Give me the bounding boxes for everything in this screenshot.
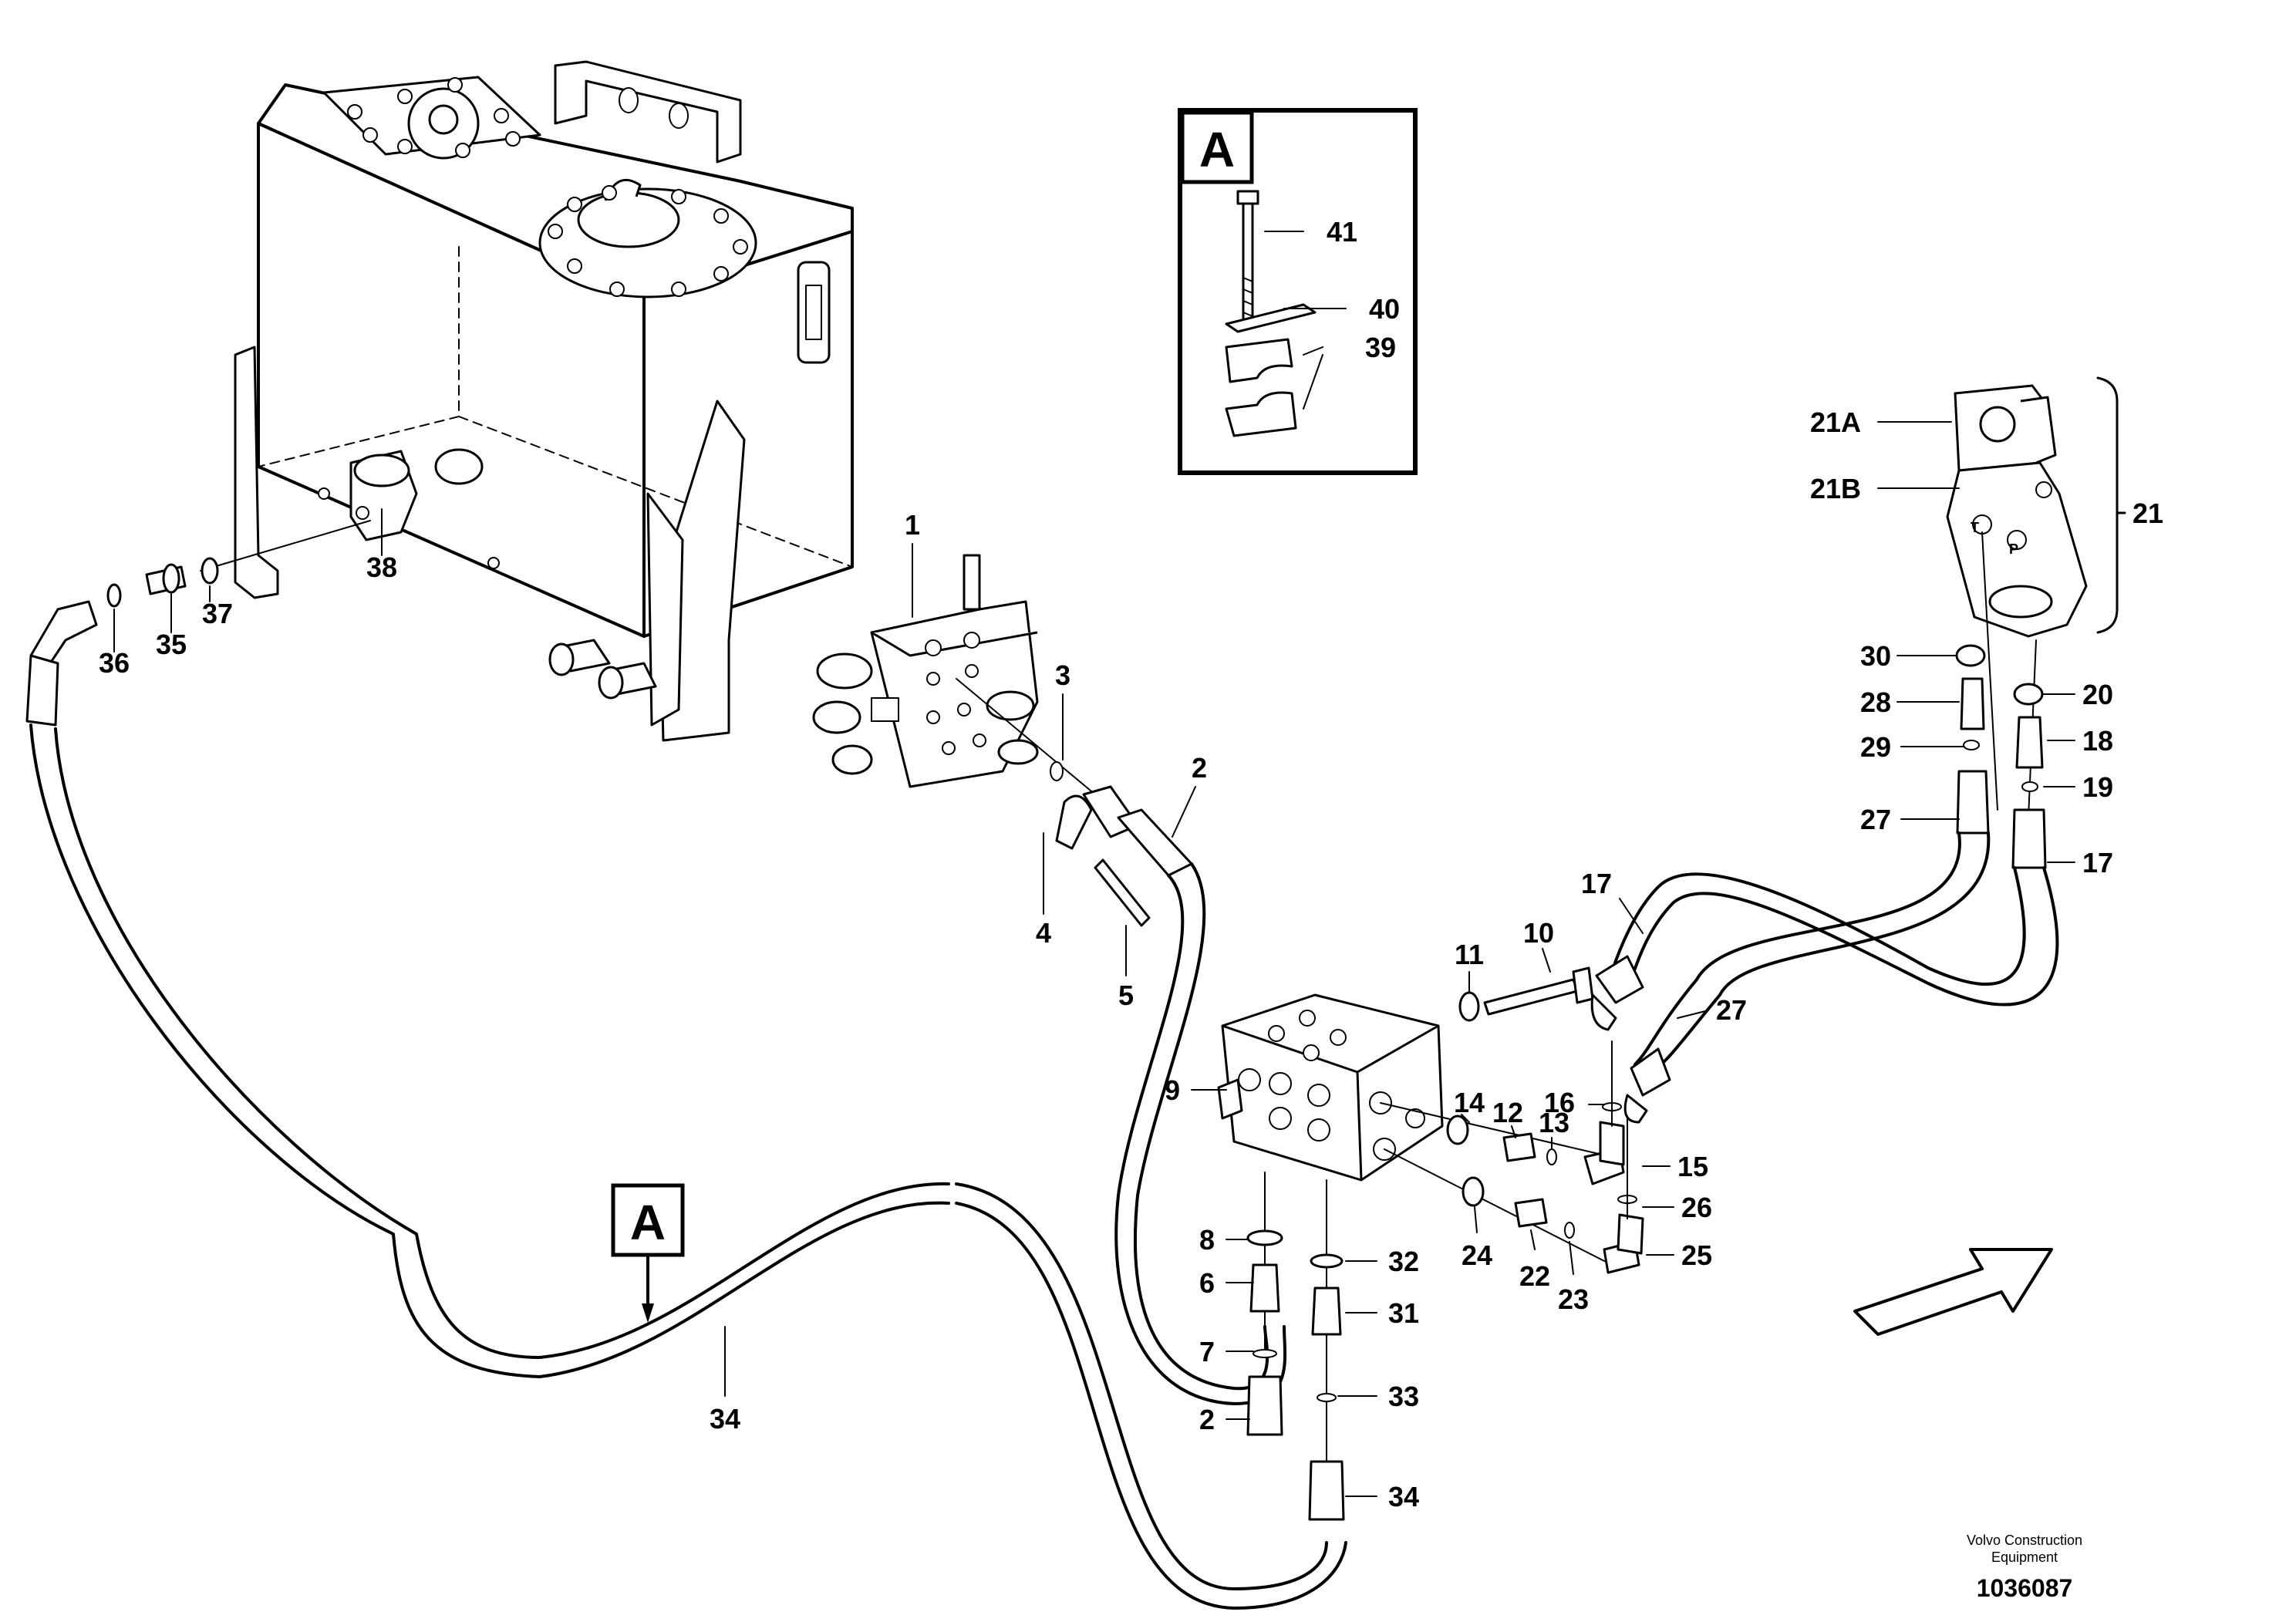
- label-29: 29: [1860, 731, 1891, 763]
- svg-text:T: T: [1971, 520, 1979, 535]
- label-36: 36: [99, 647, 130, 679]
- part-labels: 1 3 2 4 5 11 10 9 14 12 13 16 15 26 25 2…: [99, 216, 2163, 1512]
- hose-34-main: [29, 723, 1347, 1610]
- label-2-upper: 2: [1192, 752, 1207, 784]
- assembly-bracket-21: [2096, 376, 2126, 634]
- detail-box-letter: A: [1199, 122, 1235, 177]
- label-14: 14: [1454, 1087, 1485, 1118]
- label-12: 12: [1492, 1097, 1523, 1128]
- label-4: 4: [1036, 917, 1051, 949]
- label-25: 25: [1681, 1239, 1712, 1271]
- label-31: 31: [1388, 1297, 1419, 1329]
- section-marker-frame: [611, 1183, 685, 1257]
- label-37: 37: [202, 598, 233, 629]
- tank-suction-fittings: [25, 520, 371, 727]
- label-9: 9: [1165, 1074, 1180, 1106]
- label-3: 3: [1055, 659, 1070, 691]
- section-marker-letter: A: [630, 1195, 666, 1250]
- footer: Volvo Construction Equipment 1036087: [1967, 1533, 2082, 1602]
- label-34-lower: 34: [1388, 1481, 1419, 1512]
- label-28: 28: [1860, 686, 1891, 718]
- label-40: 40: [1369, 293, 1400, 325]
- company-name-line2: Equipment: [1991, 1549, 2058, 1565]
- label-41: 41: [1327, 216, 1357, 248]
- control-valve-9: [1217, 993, 1444, 1182]
- label-21: 21: [2132, 497, 2163, 529]
- detail-box-tab: [1180, 110, 1254, 184]
- detail-view-a: A: [1178, 108, 1418, 475]
- valve-9-fittings: [1380, 966, 1644, 1274]
- label-39: 39: [1365, 332, 1396, 363]
- label-23: 23: [1558, 1283, 1589, 1315]
- label-6: 6: [1199, 1267, 1215, 1299]
- drawing-number: 1036087: [1977, 1574, 2073, 1602]
- label-11: 11: [1455, 939, 1484, 970]
- label-38: 38: [366, 551, 397, 583]
- label-2-lower: 2: [1199, 1404, 1215, 1435]
- label-15: 15: [1677, 1151, 1708, 1182]
- steering-fittings: [1955, 531, 2047, 869]
- label-13: 13: [1539, 1107, 1569, 1138]
- leader-lines: [113, 421, 2075, 1497]
- label-33: 33: [1388, 1381, 1419, 1412]
- label-17-right: 17: [2082, 847, 2113, 878]
- direction-arrow: [1853, 1248, 2053, 1336]
- label-30: 30: [1860, 640, 1891, 672]
- section-marker-a: A: [611, 1183, 685, 1323]
- label-34-main: 34: [710, 1403, 740, 1435]
- label-17-upper: 17: [1581, 868, 1612, 899]
- label-27-right: 27: [1860, 804, 1891, 835]
- label-26: 26: [1681, 1192, 1712, 1223]
- label-16: 16: [1544, 1087, 1575, 1118]
- label-24: 24: [1462, 1239, 1492, 1271]
- hydraulic-tank: [234, 60, 854, 742]
- label-10: 10: [1523, 917, 1554, 949]
- valve-9-lower-fittings: [1246, 1172, 1345, 1521]
- label-22: 22: [1519, 1260, 1550, 1292]
- label-35: 35: [156, 629, 187, 660]
- label-5: 5: [1118, 980, 1134, 1011]
- label-1: 1: [905, 509, 920, 541]
- svg-text:P: P: [2009, 541, 2018, 557]
- steering-unit-21: T P: [1946, 384, 2088, 638]
- valve-block-1: [812, 554, 1039, 788]
- steering-hoses: [1590, 831, 2059, 1124]
- label-27-mid: 27: [1716, 994, 1747, 1026]
- label-8: 8: [1199, 1224, 1215, 1256]
- label-21a: 21A: [1810, 406, 1861, 438]
- label-32: 32: [1388, 1246, 1419, 1277]
- label-7: 7: [1199, 1336, 1215, 1367]
- label-20: 20: [2082, 679, 2113, 710]
- label-19: 19: [2082, 771, 2113, 803]
- label-21b: 21B: [1810, 473, 1861, 504]
- company-name-line1: Volvo Construction: [1967, 1533, 2082, 1548]
- label-18: 18: [2082, 725, 2113, 757]
